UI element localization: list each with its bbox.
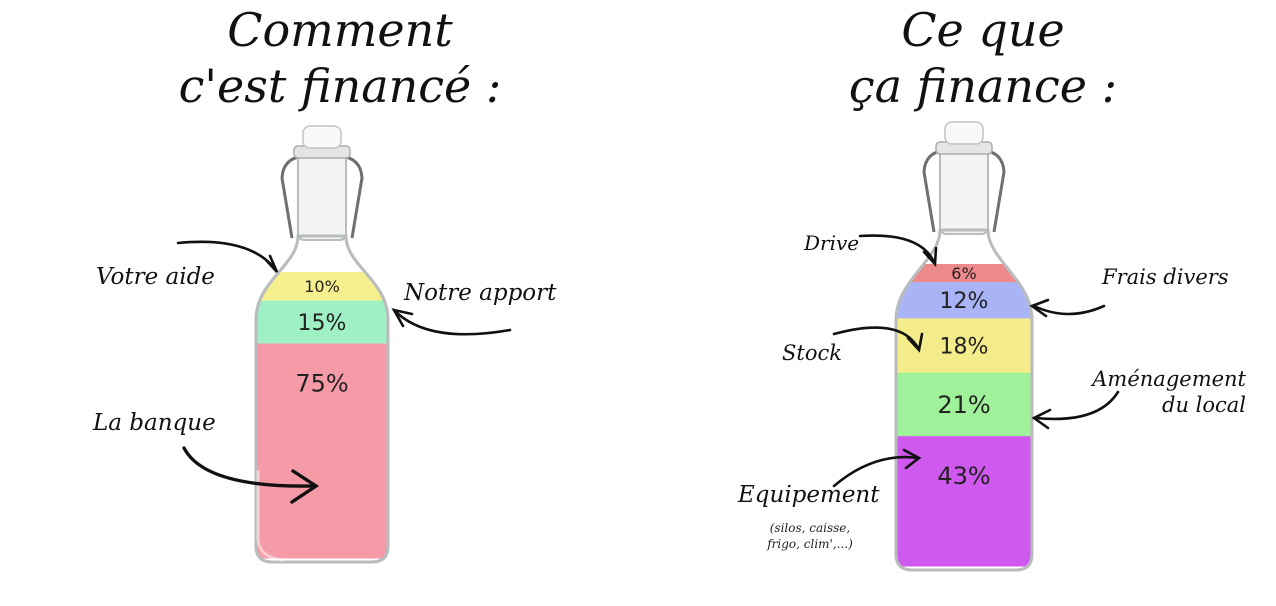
- chart-title-line-1: Ce que: [901, 3, 1065, 57]
- label-notre-apport: Notre apport: [404, 280, 557, 306]
- segment-4: [896, 372, 1032, 437]
- bottle-outline: [254, 234, 390, 564]
- arrow-la-banque: [182, 446, 315, 488]
- label-amenagement-line-2: du local: [1162, 393, 1246, 417]
- chart-title-line-1: Comment: [227, 3, 453, 57]
- arrowhead-notre-apport: [391, 308, 414, 328]
- segment-value-label-1: 10%: [304, 277, 340, 296]
- callout-arrows: [832, 234, 1120, 488]
- arrowhead-stock: [906, 332, 924, 353]
- arrowhead-equipement: [902, 448, 922, 470]
- arrow-drive: [858, 234, 936, 264]
- note-line-1: (silos, caisse,: [769, 521, 851, 535]
- label-amenagement-du-local: Aménagement du local: [1068, 366, 1246, 418]
- arrow-equipement: [832, 455, 920, 488]
- arrowhead-la-banque: [290, 469, 320, 504]
- arrowhead-votre-aide: [264, 254, 279, 273]
- bottle-chart: 10% 15% 75%: [176, 125, 512, 564]
- note-line-2: frigo, clim',...): [767, 537, 853, 551]
- segment-1: [896, 264, 1032, 283]
- chart-title: Comment c'est financé :: [130, 2, 550, 114]
- bottle-cap: [302, 125, 342, 149]
- chart-financing-uses: Ce que ça finance : 6% 12% 18% 21% 43%: [638, 0, 1276, 606]
- label-drive: Drive: [804, 231, 860, 255]
- segment-3: [256, 343, 388, 559]
- chart-title-line-2: c'est financé :: [178, 59, 502, 113]
- segment-value-label-4: 21%: [937, 391, 990, 419]
- arrowhead-amenagement: [1031, 408, 1052, 430]
- segment-value-label-1: 6%: [951, 264, 976, 283]
- bottle-cap: [944, 121, 984, 145]
- segment-2: [256, 300, 388, 344]
- segment-value-label-3: 75%: [295, 370, 348, 398]
- segment-value-label-5: 43%: [937, 462, 990, 490]
- bottle-neck: [293, 125, 351, 241]
- bottle-outline: [894, 228, 1034, 572]
- label-frais-divers: Frais divers: [1102, 265, 1229, 289]
- bottle-chart: 6% 12% 18% 21% 43%: [832, 121, 1120, 572]
- segment-value-label-2: 15%: [298, 311, 347, 336]
- segment-value-label-3: 18%: [940, 334, 989, 359]
- label-stock: Stock: [782, 341, 842, 365]
- arrow-stock: [832, 326, 920, 350]
- label-votre-aide: Votre aide: [96, 264, 215, 290]
- chart-title-line-2: ça finance :: [848, 59, 1118, 113]
- arrowhead-frais-divers: [1029, 298, 1050, 318]
- label-la-banque: La banque: [93, 410, 216, 436]
- segment-1: [256, 272, 388, 302]
- bottle-neck: [935, 121, 993, 235]
- chart-financing-sources: Comment c'est financé : 10% 15% 75%: [93, 2, 557, 564]
- bottle-highlight: [256, 470, 285, 562]
- callout-arrows: [176, 240, 512, 504]
- chart-title: Ce que ça finance :: [803, 2, 1163, 114]
- arrow-amenagement: [1034, 390, 1120, 421]
- arrow-notre-apport: [394, 310, 512, 336]
- segment-2: [896, 282, 1032, 319]
- segment-value-label-2: 12%: [940, 289, 989, 314]
- arrowhead-drive: [922, 246, 938, 268]
- arrow-frais-divers: [1032, 304, 1106, 316]
- label-equipement-note: (silos, caisse, frigo, clim',...): [742, 520, 878, 552]
- label-amenagement-line-1: Aménagement: [1092, 367, 1246, 391]
- label-equipement: Equipement: [738, 482, 880, 508]
